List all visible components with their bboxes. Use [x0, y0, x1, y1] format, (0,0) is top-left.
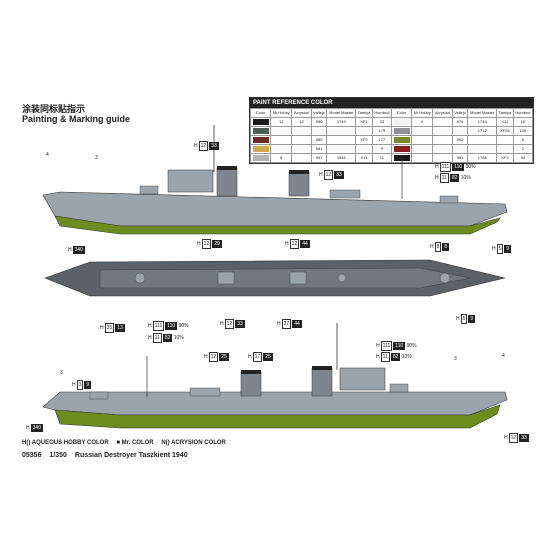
paint-table-heading: PAINT REFERENCE COLOR	[250, 98, 533, 108]
paint-cell-mm: 1768	[467, 153, 498, 163]
color-legend: H() AQUEOUS HOBBY COLOR ■ Mr. COLOR N() …	[22, 440, 232, 446]
marker-3-top: 3	[95, 155, 98, 161]
paint-cell-acry	[291, 153, 312, 163]
marker-3-bottom: 3	[454, 356, 457, 362]
funnel-2-top	[288, 171, 310, 197]
deck-funnel-1	[217, 271, 235, 285]
color-swatch	[252, 136, 269, 143]
deck-funnel-2	[289, 271, 307, 285]
funnel-1-bottom	[240, 371, 262, 397]
color-swatch	[252, 154, 269, 161]
superstructure-bridge-bottom	[339, 367, 386, 391]
plan-view	[44, 259, 506, 297]
paint-cell-humbrol: 11	[371, 153, 392, 163]
hull-lower-top	[54, 215, 501, 235]
title-english: Painting & Marking guide	[22, 114, 131, 124]
hull-lower-bottom	[54, 404, 501, 429]
paint-cell-mm: 1546	[326, 153, 357, 163]
color-swatch	[252, 127, 269, 134]
superstructure-bridge-top	[167, 169, 214, 193]
title-chinese: 涂装同标贴指示	[22, 104, 86, 114]
product-name: Russian Destroyer Taszkient 1940	[74, 452, 188, 459]
color-swatch	[252, 145, 269, 152]
color-swatch	[393, 154, 410, 161]
hull-upper-top	[42, 191, 508, 227]
legend-aqueous: H() AQUEOUS HOBBY COLOR	[22, 440, 109, 446]
color-swatch	[393, 136, 410, 143]
marker-3-stern: 3	[60, 370, 63, 376]
marker-4-bottom: 4	[502, 353, 505, 359]
legend-acrysion: N() ACRYSION COLOR	[161, 440, 226, 446]
hull-upper-bottom	[42, 391, 508, 416]
product-code: 05356	[22, 452, 42, 459]
funnel-2-bottom	[311, 367, 333, 397]
side-profile-top	[42, 125, 508, 235]
color-swatch	[252, 118, 269, 125]
funnel-1-top	[216, 167, 238, 197]
product-caption: 05356 1/350 Russian Destroyer Taszkient …	[22, 452, 194, 459]
legend-mr-color: ■ Mr. COLOR	[116, 440, 154, 446]
side-profile-bottom	[42, 323, 508, 429]
color-swatch	[393, 145, 410, 152]
marker-4-top: 4	[46, 152, 49, 158]
paint-cell-humbrol: 34	[512, 153, 534, 163]
product-scale: 1/350	[49, 452, 67, 459]
color-swatch	[393, 118, 410, 125]
color-swatch	[393, 127, 410, 134]
